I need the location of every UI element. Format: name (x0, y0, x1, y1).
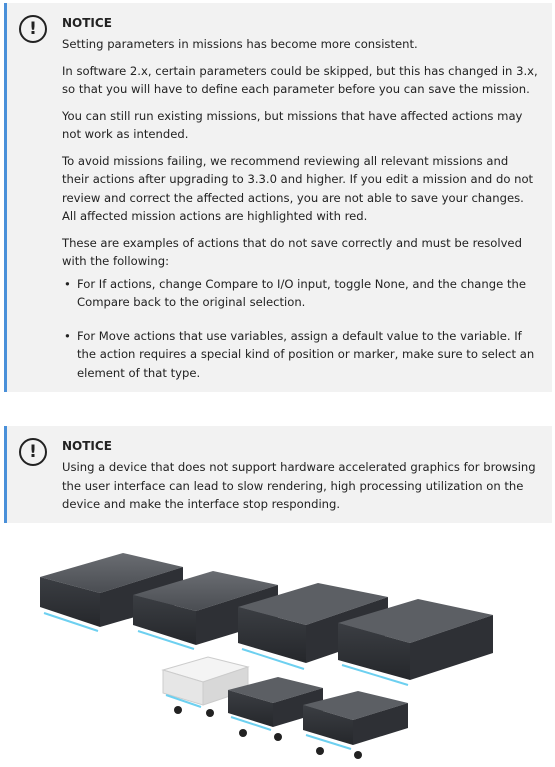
notice-paragraph: Using a device that does not support har… (62, 460, 536, 511)
notice-paragraph: To avoid missions failing, we recommend … (62, 153, 534, 224)
notice-paragraph: You can still run existing missions, but… (62, 108, 523, 142)
notice-title: NOTICE (62, 439, 112, 453)
robot-large-2 (133, 571, 278, 650)
exclamation-circle-icon: ! (19, 438, 47, 466)
notice-paragraph: In software 2.x, certain parameters coul… (62, 63, 538, 97)
notice-title: NOTICE (62, 16, 112, 30)
notice-box-graphics: ! NOTICE Using a device that does not su… (4, 426, 552, 523)
exclamation-circle-icon: ! (19, 15, 47, 43)
notice-bullet-item: For Move actions that use variables, ass… (62, 327, 538, 383)
notice-bullet-item: For If actions, change Compare to I/O in… (62, 275, 538, 312)
notice-paragraph: Setting parameters in missions has becom… (62, 37, 418, 51)
robot-lineup-image (40, 553, 493, 759)
robot-large-4 (338, 599, 493, 686)
notice-box-missions: ! NOTICE Setting parameters in missions … (4, 3, 552, 392)
notice-body: NOTICE Setting parameters in missions ha… (62, 14, 538, 397)
robot-small-white (161, 656, 250, 717)
notice-paragraph: These are examples of actions that do no… (62, 235, 522, 269)
notice-bullet-list: For If actions, change Compare to I/O in… (62, 275, 538, 383)
robot-small-dark-2 (303, 691, 408, 759)
robot-small-dark-1 (228, 677, 323, 741)
notice-body: NOTICE Using a device that does not supp… (62, 437, 538, 522)
